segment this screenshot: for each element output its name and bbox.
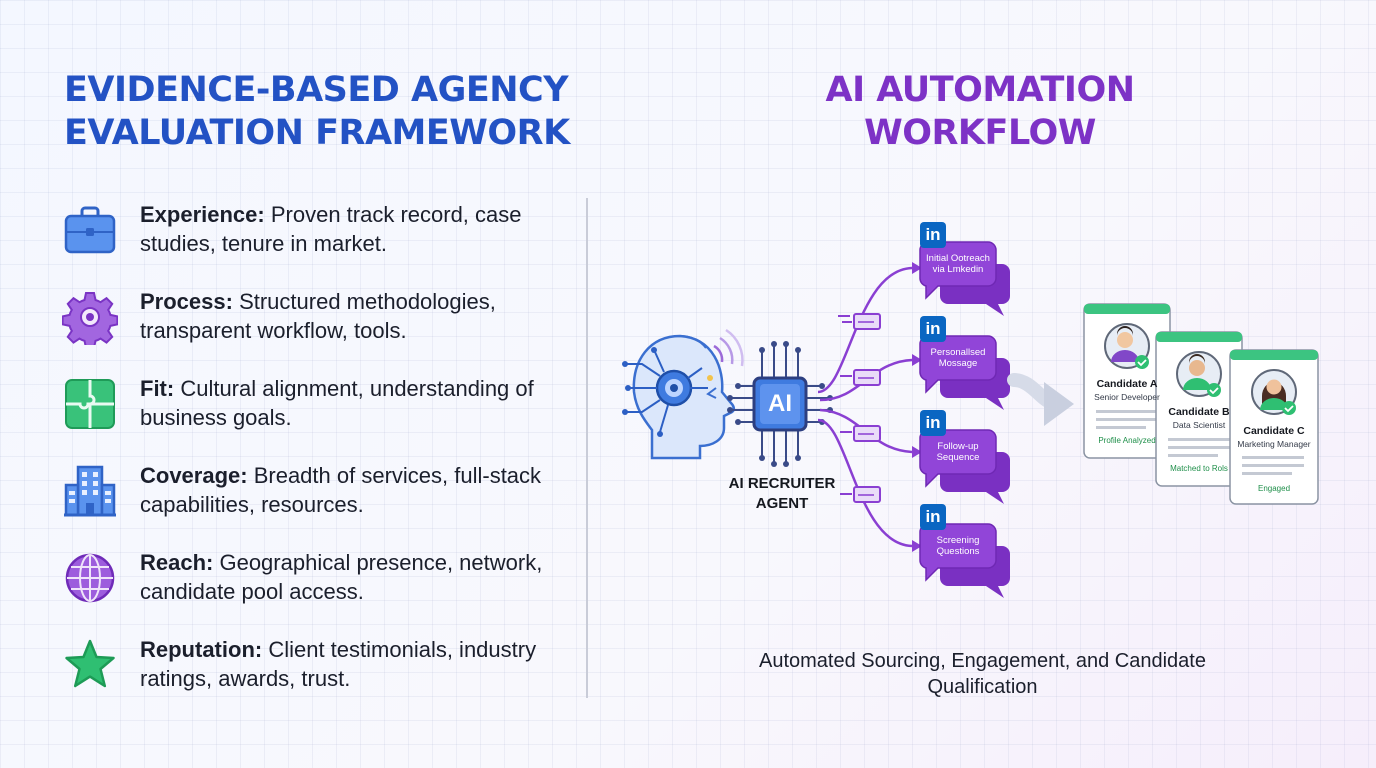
criterion-text: Coverage: Breadth of services, full-stac… — [140, 461, 560, 519]
left-title-line-1: EVIDENCE-BASED AGENCY — [64, 70, 569, 110]
star-icon — [65, 639, 115, 688]
envelope-icons — [838, 313, 881, 503]
criterion-label: Experience: — [140, 202, 265, 227]
criterion-description: Breadth of services, full-stack capabili… — [140, 463, 542, 517]
message-line: Follow-up — [937, 441, 979, 452]
criterion-label: Coverage: — [140, 463, 248, 488]
criterion-label: Fit: — [140, 376, 175, 401]
arrow-right-icon — [1007, 373, 1074, 426]
candidate-name: Candidate A — [1096, 378, 1158, 390]
globe-icon — [65, 553, 115, 603]
ai-head-icon — [622, 328, 744, 460]
criterion-reach: Reach: Geographical presence, network, c… — [62, 548, 562, 612]
agent-label-line: AGENT — [755, 495, 809, 512]
linkedin-icon: in — [925, 413, 941, 432]
candidate-status: Profile Analyzed — [1098, 436, 1156, 445]
caption-line: Qualification — [927, 676, 1038, 698]
right-title-line-2: WORKFLOW — [864, 113, 1096, 153]
ai-chip-label: AI — [768, 390, 792, 417]
criterion-coverage: Coverage: Breadth of services, full-stac… — [62, 461, 562, 525]
candidate-name: Candidate C — [1243, 425, 1305, 437]
message-line: Personallsed — [930, 347, 986, 358]
message-bubble-screening: Screening Questions — [922, 535, 994, 557]
message-bubble-follow-up: Follow-up Sequence — [922, 441, 994, 463]
message-line: Sequence — [936, 452, 980, 463]
criterion-description: Client testimonials, industry ratings, a… — [140, 637, 537, 691]
criterion-description: Cultural alignment, understanding of bus… — [140, 376, 534, 430]
message-bubble-outreach: Initial Ootreach via Lmkedin — [922, 253, 994, 275]
linkedin-icon: in — [925, 319, 941, 338]
criterion-text: Experience: Proven track record, case st… — [140, 200, 560, 258]
criterion-text: Reputation: Client testimonials, industr… — [140, 635, 560, 693]
criterion-label: Reputation: — [140, 637, 263, 662]
candidate-role: Senior Developer — [1094, 392, 1160, 402]
criterion-label: Process: — [140, 289, 233, 314]
criterion-reputation: Reputation: Client testimonials, industr… — [62, 635, 562, 699]
right-title-line-1: AI AUTOMATION — [825, 70, 1136, 110]
criterion-description: Proven track record, case studies, tenur… — [140, 202, 522, 256]
right-panel-title: AI AUTOMATION WORKFLOW — [790, 69, 1170, 155]
message-line: Questions — [936, 546, 980, 557]
criterion-experience: Experience: Proven track record, case st… — [62, 200, 562, 264]
gear-icon — [62, 292, 118, 345]
panel-divider — [586, 198, 588, 698]
criterion-text: Reach: Geographical presence, network, c… — [140, 548, 560, 606]
briefcase-icon — [64, 206, 116, 254]
caption-line: Automated Sourcing, Engagement, and Cand… — [759, 650, 1206, 672]
message-line: Initial Ootreach — [926, 253, 990, 264]
candidate-name: Candidate B — [1168, 406, 1230, 418]
workflow-diagram — [622, 222, 1319, 598]
criterion-text: Fit: Cultural alignment, understanding o… — [140, 374, 560, 432]
criterion-label: Reach: — [140, 550, 214, 575]
left-panel-title: EVIDENCE-BASED AGENCY EVALUATION FRAMEWO… — [64, 69, 584, 155]
message-bubbles — [919, 222, 1010, 598]
criterion-text: Process: Structured methodologies, trans… — [140, 287, 560, 345]
agent-label-line: AI RECRUITER — [728, 475, 836, 492]
criterion-fit: Fit: Cultural alignment, understanding o… — [62, 374, 562, 438]
candidate-role: Data Scientist — [1172, 420, 1226, 430]
candidate-cards — [1083, 303, 1319, 505]
criterion-description: Geographical presence, network, candidat… — [140, 550, 543, 604]
message-bubble-personalised: Personallsed Mossage — [922, 347, 994, 369]
candidate-status: Matched to Rols — [1170, 464, 1228, 473]
candidate-role: Marketing Manager — [1237, 439, 1311, 449]
left-title-line-2: EVALUATION FRAMEWORK — [64, 113, 570, 153]
puzzle-icon — [65, 379, 115, 429]
candidate-status: Engaged — [1257, 484, 1291, 493]
linkedin-icon: in — [925, 225, 941, 244]
workflow-caption: Automated Sourcing, Engagement, and Cand… — [720, 648, 1245, 700]
linkedin-icon: in — [925, 507, 941, 526]
criterion-process: Process: Structured methodologies, trans… — [62, 287, 562, 351]
message-line: via Lmkedin — [932, 264, 984, 275]
message-line: Screening — [936, 535, 980, 546]
building-icon — [64, 465, 116, 517]
agent-label: AI RECRUITER AGENT — [718, 474, 846, 514]
message-line: Mossage — [938, 358, 978, 369]
criterion-description: Structured methodologies, transparent wo… — [140, 289, 496, 343]
